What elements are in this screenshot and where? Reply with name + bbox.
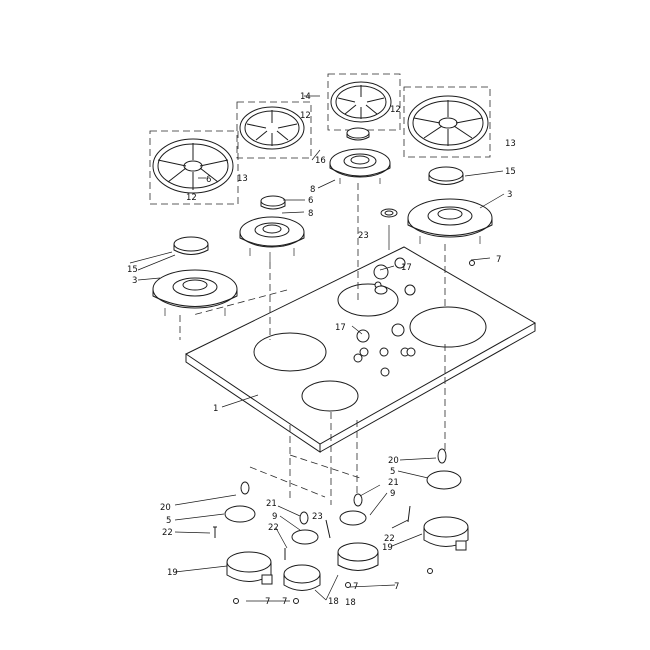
callout-9-right: 9 xyxy=(390,489,395,499)
burner-head-left-front xyxy=(152,269,238,316)
callout-5-left: 5 xyxy=(166,516,171,526)
callout-6-grate: 6 xyxy=(206,175,211,185)
callout-labels: 1 3 3 5 5 6 6 7 7 7 7 7 8 8 9 9 12 12 12… xyxy=(127,92,516,608)
callout-22-left: 22 xyxy=(162,528,173,538)
callout-3-left: 3 xyxy=(132,276,137,286)
spring-clip-center xyxy=(299,511,309,525)
callout-17-lower: 17 xyxy=(335,323,346,333)
callout-7-bottom-right: 7 xyxy=(394,582,399,592)
callout-5-right: 5 xyxy=(390,467,395,477)
grate-left xyxy=(149,130,239,205)
cooktop-plate xyxy=(185,246,537,453)
callout-7-right-rear: 7 xyxy=(496,255,501,265)
callout-14: 14 xyxy=(300,92,311,102)
callout-22-right: 22 xyxy=(384,534,395,544)
callout-12-left: 12 xyxy=(186,193,197,203)
burner-head-right-rear xyxy=(407,198,493,244)
grate-right xyxy=(403,86,491,158)
callout-3-right: 3 xyxy=(507,190,512,200)
electrode-right xyxy=(407,505,411,523)
callout-21-left: 21 xyxy=(266,499,277,509)
callout-7-bottom-center: 7 xyxy=(282,597,287,607)
spring-clip-right xyxy=(437,448,447,464)
callout-18-left: 18 xyxy=(328,597,339,607)
callout-12-center-right: 12 xyxy=(390,105,401,115)
small-seal-23 xyxy=(380,208,398,218)
callout-15-left: 15 xyxy=(127,265,138,275)
callout-16: 16 xyxy=(315,156,326,166)
ring-center xyxy=(291,529,319,545)
callout-7-bottom-left: 7 xyxy=(265,597,270,607)
callout-9-center: 9 xyxy=(272,512,277,522)
burner-cap-left-front xyxy=(173,236,209,255)
burner-base-right-front xyxy=(325,519,379,571)
callout-22-center: 22 xyxy=(268,523,279,533)
callout-12-center-left: 12 xyxy=(300,111,311,121)
ring-right xyxy=(426,470,462,490)
callout-13-left: 13 xyxy=(237,174,248,184)
callout-20-right: 20 xyxy=(388,456,399,466)
callout-20-left: 20 xyxy=(160,503,171,513)
burner-cap-rear-center xyxy=(346,127,370,141)
callout-6-left: 6 xyxy=(308,196,313,206)
callout-19-left: 19 xyxy=(167,568,178,578)
callout-17-upper: 17 xyxy=(401,263,412,273)
grate-center-left xyxy=(236,101,312,159)
burner-base-center xyxy=(283,564,321,591)
grate-center-right xyxy=(327,73,401,131)
burner-base-left xyxy=(226,551,273,585)
spring-clip-left xyxy=(240,481,250,495)
ring-right-center xyxy=(339,510,367,526)
callout-13-right: 13 xyxy=(505,139,516,149)
burner-cap-left-rear xyxy=(260,195,286,210)
leader-lines xyxy=(129,95,505,602)
burner-base-right xyxy=(423,516,469,551)
burner-head-left-rear xyxy=(239,216,305,262)
callout-23-bottom: 23 xyxy=(312,512,323,522)
callout-8-left: 8 xyxy=(308,209,313,219)
callout-18-right: 18 xyxy=(345,598,356,608)
burner-head-rear-center xyxy=(329,148,391,184)
spring-clip-right-center xyxy=(353,493,363,507)
callout-19-right: 19 xyxy=(382,543,393,553)
screws xyxy=(233,260,475,604)
electrode-left xyxy=(213,526,217,538)
burner-cap-right-rear xyxy=(428,166,464,185)
callout-23-top: 23 xyxy=(358,231,369,241)
ring-left xyxy=(224,505,256,523)
callout-15-right: 15 xyxy=(505,167,516,177)
alignment-lines xyxy=(179,183,446,505)
callout-21-right: 21 xyxy=(388,478,399,488)
callout-7-bottom-mid: 7 xyxy=(353,582,358,592)
callout-8-center: 8 xyxy=(310,185,315,195)
callout-1: 1 xyxy=(213,404,218,414)
